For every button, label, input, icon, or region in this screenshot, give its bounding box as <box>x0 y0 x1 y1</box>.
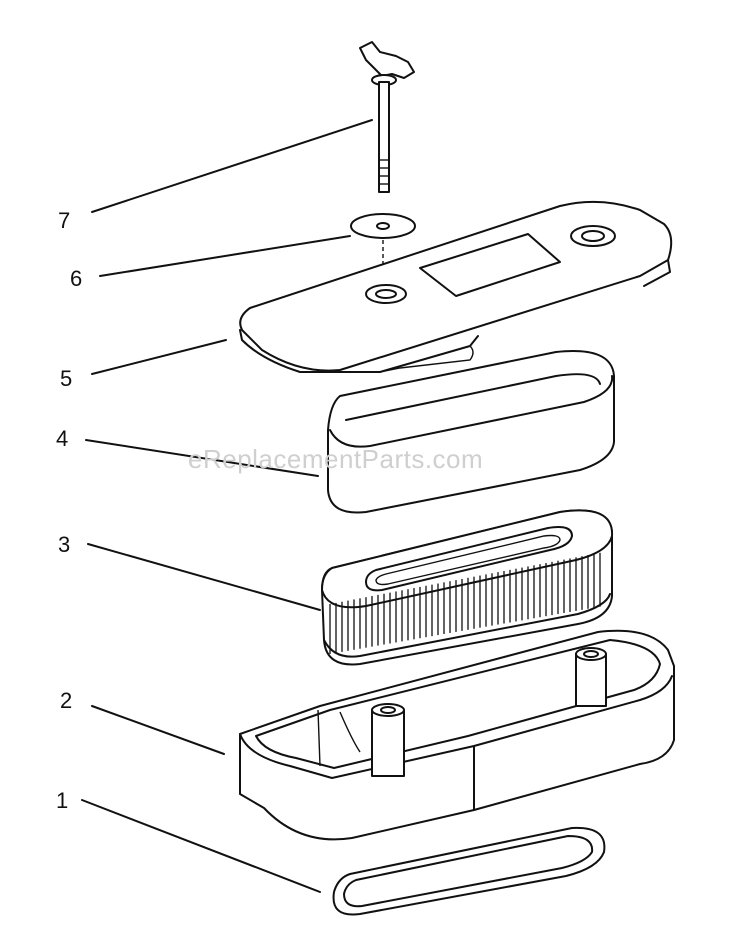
callout-5: 5 <box>60 366 73 391</box>
part-5-cover <box>239 200 673 373</box>
callout-3: 3 <box>58 532 71 557</box>
leader-3 <box>87 543 321 611</box>
leader-4 <box>85 439 319 477</box>
part-7-wing-bolt <box>359 41 415 193</box>
leader-2 <box>91 705 225 755</box>
callout-6: 6 <box>70 266 83 291</box>
leader-7 <box>91 119 373 213</box>
leader-6 <box>99 235 351 277</box>
callout-1: 1 <box>56 788 69 813</box>
leader-5 <box>91 339 227 375</box>
callout-7: 7 <box>58 208 71 233</box>
watermark-text: eReplacementParts.com <box>188 444 484 474</box>
part-4-pre-cleaner <box>327 350 615 514</box>
part-3-filter-element <box>321 509 614 666</box>
filter-pleats <box>329 552 601 654</box>
leader-1 <box>81 799 321 893</box>
part-6-washer <box>350 213 416 286</box>
callout-4: 4 <box>56 426 69 451</box>
callout-2: 2 <box>60 688 73 713</box>
leader-lines <box>81 119 373 893</box>
part-1-gasket <box>332 826 606 916</box>
part-2-base <box>239 629 675 841</box>
